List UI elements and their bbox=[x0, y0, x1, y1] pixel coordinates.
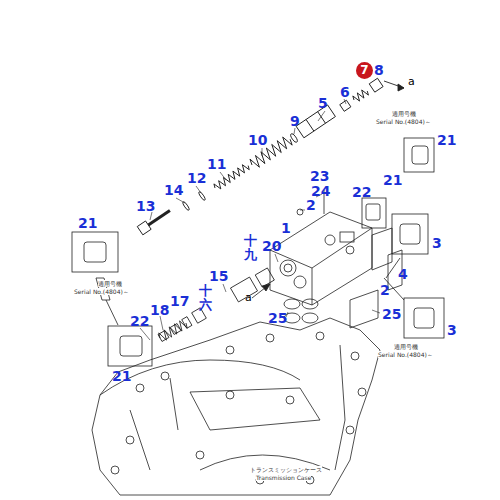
callout-number: 13 bbox=[136, 198, 155, 214]
case-caption: トランスミッションケース bbox=[250, 466, 322, 473]
serial-note: Serial No.(4804)～ bbox=[378, 351, 433, 358]
callout-number: 24 bbox=[311, 183, 330, 199]
callout-number-highlight: 7 bbox=[356, 62, 373, 79]
callout-number: 20 bbox=[262, 238, 281, 254]
callout-number: 14 bbox=[164, 182, 183, 198]
bolt-hole bbox=[111, 466, 119, 474]
bolt-hole bbox=[346, 426, 354, 434]
bolt-hole bbox=[226, 346, 234, 354]
serial-note: 適用号機 bbox=[98, 280, 122, 287]
callout-number: 3 bbox=[432, 235, 442, 251]
callout-number: 9 bbox=[290, 113, 300, 129]
callout-number: 17 bbox=[170, 293, 189, 309]
bolt-hole bbox=[226, 391, 234, 399]
direction-mark: a bbox=[245, 292, 252, 304]
callout-number: 12 bbox=[187, 170, 206, 186]
callout-number: 2 bbox=[306, 197, 316, 213]
leader-lines bbox=[140, 99, 380, 340]
serial-note: 適用号機 bbox=[394, 343, 418, 350]
callout-number: 3 bbox=[447, 322, 457, 338]
callout-number: 2 bbox=[380, 282, 390, 298]
plug-frames bbox=[72, 138, 444, 366]
callout-number: 23 bbox=[310, 168, 329, 184]
bolt-hole bbox=[286, 396, 294, 404]
bolt-hole bbox=[126, 436, 134, 444]
upper-spool-stack bbox=[137, 78, 404, 235]
case-caption: Transmission Case bbox=[256, 474, 311, 481]
callout-number: 21 bbox=[78, 215, 97, 231]
callout-number: 22 bbox=[130, 313, 149, 329]
serial-note: Serial No.(4804)～ bbox=[74, 288, 129, 295]
callout-number: 21 bbox=[112, 368, 131, 384]
bolt-hole bbox=[351, 352, 359, 360]
callout-number: 15 bbox=[209, 268, 228, 284]
lower-spool-stack bbox=[156, 267, 275, 345]
serial-note: 適用号機 bbox=[392, 110, 416, 117]
gaskets bbox=[284, 190, 402, 328]
serial-note: Serial No.(4804)～ bbox=[376, 118, 431, 125]
callout-number: 18 bbox=[150, 302, 169, 318]
bolt-hole bbox=[316, 332, 324, 340]
callout-number: 十六 bbox=[199, 284, 212, 313]
callout-number: 4 bbox=[398, 266, 408, 282]
bolt-hole bbox=[358, 388, 366, 396]
callout-number: 25 bbox=[268, 310, 287, 326]
callout-number: 22 bbox=[352, 184, 371, 200]
callout-number: 5 bbox=[318, 95, 328, 111]
bolt-hole bbox=[266, 334, 274, 342]
callout-number: 6 bbox=[340, 84, 350, 100]
spring-coil bbox=[352, 88, 370, 104]
callout-number: 1 bbox=[281, 220, 291, 236]
callout-number: 21 bbox=[437, 132, 456, 148]
callout-number: 10 bbox=[248, 132, 267, 148]
bolt-hole bbox=[196, 451, 204, 459]
callout-number: 21 bbox=[383, 172, 402, 188]
transmission-case bbox=[92, 318, 380, 495]
callout-number: 25 bbox=[382, 306, 401, 322]
callout-number: 11 bbox=[207, 156, 226, 172]
callout-number: 8 bbox=[374, 62, 384, 78]
spring-coil bbox=[158, 319, 189, 343]
callout-number: 十九 bbox=[244, 234, 257, 263]
bolt-hole bbox=[161, 372, 169, 380]
valve-body bbox=[270, 212, 372, 305]
bolt-hole bbox=[136, 384, 144, 392]
direction-mark: a bbox=[408, 76, 415, 88]
